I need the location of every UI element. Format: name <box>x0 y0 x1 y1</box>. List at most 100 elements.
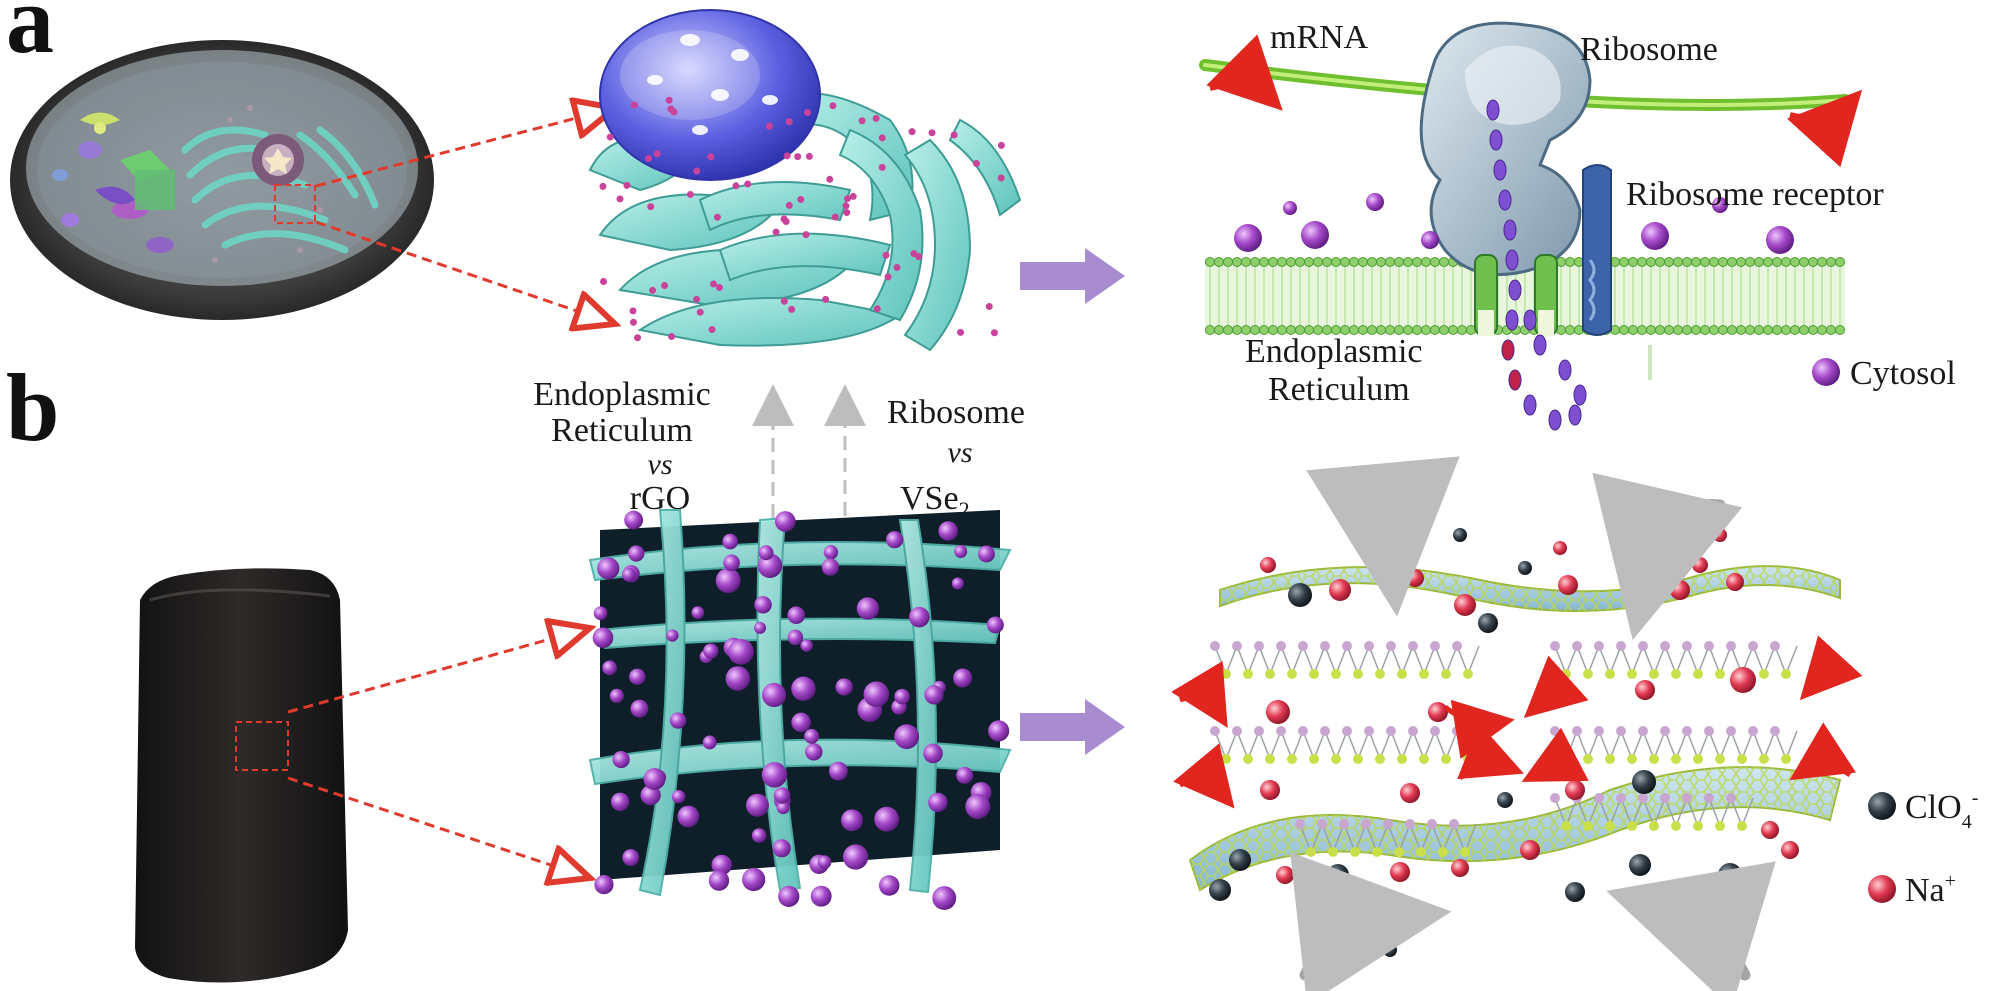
peptide-bead <box>1573 384 1587 406</box>
se-atom <box>1737 754 1747 764</box>
vse2-cluster <box>821 558 840 576</box>
lipid-head <box>1358 257 1368 267</box>
label-ribosome-center: Ribosome <box>887 394 1025 431</box>
se-atom <box>1561 821 1571 831</box>
v-atom <box>1704 641 1714 651</box>
vse2-bond <box>1708 797 1721 827</box>
vse2-cluster <box>810 885 832 907</box>
clo4-ion <box>1632 770 1656 794</box>
lipid-head <box>1781 325 1791 335</box>
label-vse2: VSe2 <box>900 480 970 522</box>
vse2-bond <box>1719 730 1732 760</box>
lipid-head <box>1700 325 1710 335</box>
v-atom <box>1594 726 1604 736</box>
na-ion <box>1266 700 1290 724</box>
se-atom <box>1737 821 1747 831</box>
vse2-cluster <box>722 533 738 550</box>
peptide-bead <box>1533 334 1547 356</box>
vse2-bond <box>1631 730 1644 760</box>
vse2-bond <box>1642 797 1655 827</box>
v-atom <box>1726 726 1736 736</box>
zoom-line-b-top <box>287 628 590 714</box>
ribosome-dot <box>878 134 886 142</box>
ribosome-dot <box>990 329 998 337</box>
vse2-bond <box>1390 645 1403 675</box>
vse2-cluster <box>677 805 700 828</box>
lipid-head <box>1340 257 1350 267</box>
vse2-cluster <box>823 545 839 560</box>
v-atom <box>1298 641 1308 651</box>
na-ion <box>1565 780 1585 800</box>
peptide-bead <box>1489 129 1503 151</box>
vse2-bond <box>1675 797 1688 827</box>
se-atom <box>1583 669 1593 679</box>
vse2-bond <box>1409 823 1422 853</box>
vse2-cluster <box>703 643 719 659</box>
vse2-bond <box>1730 797 1743 827</box>
label-endoplasmic: Endoplasmic <box>533 376 711 413</box>
vse2-bond <box>1357 645 1370 675</box>
ribosome-dot <box>831 213 839 221</box>
vse2-cluster <box>894 688 910 705</box>
ribosome-dot <box>599 182 607 190</box>
label-vs-left: vs <box>648 448 673 481</box>
v-atom <box>1298 726 1308 736</box>
label-mrna: mRNA <box>1270 19 1369 56</box>
v-atom <box>1638 641 1648 651</box>
vse2-bond <box>1442 823 1455 853</box>
vse2-cluster <box>592 627 614 649</box>
ribosome-dot <box>844 195 852 203</box>
vse2-cluster <box>594 875 614 895</box>
vse2-cluster <box>702 735 717 750</box>
v-atom <box>1616 641 1626 651</box>
ribosome-dot <box>829 102 837 110</box>
vse2-cluster <box>773 787 791 804</box>
vse2-cluster <box>928 792 948 813</box>
lipid-head <box>1700 257 1710 267</box>
vse2-bond <box>1365 823 1378 853</box>
vse2-bond <box>1653 645 1666 675</box>
ribosome-dot <box>873 305 881 313</box>
lipid-head <box>1565 325 1575 335</box>
vse2-particles <box>592 510 1010 910</box>
vse2-cluster <box>758 545 774 561</box>
v-atom <box>1386 641 1396 651</box>
lipid-head <box>1232 325 1242 335</box>
ribosome-dot <box>783 152 791 160</box>
se-atom <box>1781 754 1791 764</box>
vse2-bond <box>1697 645 1710 675</box>
vse2-cluster <box>754 596 772 614</box>
ribosome-dot <box>708 326 716 334</box>
ribosome-dot <box>715 284 723 292</box>
ribosome-dot <box>710 280 718 288</box>
lipid-head <box>1214 325 1224 335</box>
cytosol-particles <box>1234 193 1794 254</box>
vse2-bond <box>1236 645 1249 675</box>
lipid-head <box>1385 257 1395 267</box>
peptide-bead <box>1505 309 1519 331</box>
clo4-ion <box>1383 943 1397 957</box>
se-atom <box>1265 754 1275 764</box>
ribosome-dot <box>928 129 936 137</box>
ribosome-dot <box>950 131 958 139</box>
lipid-head <box>1673 257 1683 267</box>
vse2-bond <box>1664 730 1677 760</box>
lipid-head <box>1376 257 1386 267</box>
ion-flow-arrows <box>1171 635 1863 809</box>
lipid-head <box>1817 257 1827 267</box>
lipid-head <box>1421 257 1431 267</box>
v-atom <box>1276 641 1286 651</box>
v-atom <box>1704 793 1714 803</box>
vse2-bond <box>1434 645 1447 675</box>
lipid-head <box>1826 257 1836 267</box>
lipid-head <box>1682 325 1692 335</box>
peptide-bead <box>1498 189 1512 211</box>
label-ribosome-receptor: Ribosome receptor <box>1626 176 1884 213</box>
vse2-bond <box>1697 797 1710 827</box>
lipid-head <box>1772 325 1782 335</box>
vse2-cluster <box>612 750 630 769</box>
ribosome-receptor <box>1582 164 1612 336</box>
se-atom <box>1583 821 1593 831</box>
vse2-cluster <box>643 768 666 790</box>
vse2-bond <box>1247 730 1260 760</box>
